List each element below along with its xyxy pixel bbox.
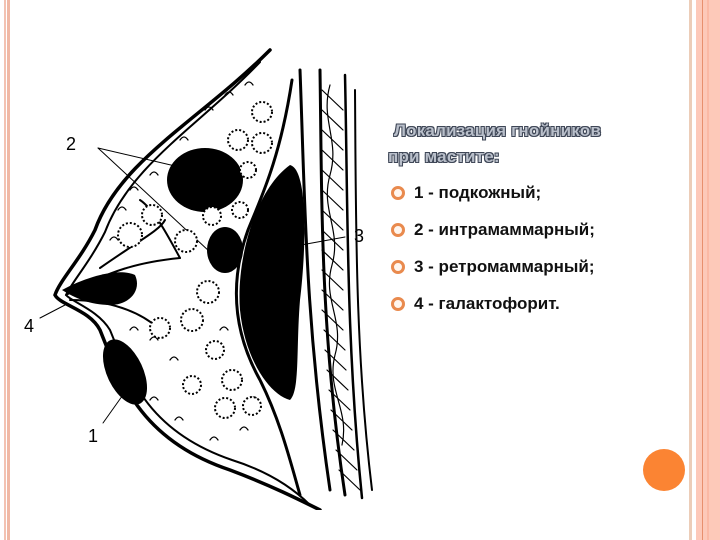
ring-bullet-icon — [391, 222, 405, 237]
list-item-label: 2 - интрамаммарный; — [414, 219, 595, 239]
ring-bullet-icon — [391, 259, 405, 274]
ring-bullet-icon — [391, 185, 405, 200]
list-item-label: 4 - галактофорит. — [414, 293, 560, 313]
title-line-2: при мастите: — [388, 147, 500, 166]
ring-bullet-icon — [391, 296, 405, 311]
right-border-stripe — [689, 0, 692, 540]
decorative-orange-circle — [643, 449, 685, 491]
breast-anatomy-diagram: 2 3 4 1 — [24, 48, 373, 510]
list-item: 3 - ретромаммарный; — [388, 248, 688, 285]
list-item-label: 3 - ретромаммарный; — [414, 256, 595, 276]
left-border-stripe — [7, 0, 10, 540]
svg-text:1: 1 — [88, 426, 98, 446]
title-line-1: Локализация гнойников — [394, 121, 601, 140]
list-item: 4 - галактофорит. — [388, 285, 688, 322]
svg-text:2: 2 — [66, 134, 76, 154]
list-item-label: 1 - подкожный; — [414, 182, 542, 202]
abscess-type-list: 1 - подкожный; 2 - интрамаммарный; 3 - р… — [388, 174, 688, 322]
left-border-stripe — [4, 0, 6, 540]
svg-text:3: 3 — [354, 226, 364, 246]
right-border-line — [707, 0, 709, 540]
svg-text:4: 4 — [24, 316, 34, 336]
list-item: 2 - интрамаммарный; — [388, 211, 688, 248]
list-item: 1 - подкожный; — [388, 174, 688, 211]
content-text-block: Локализация гнойников при мастите: 1 - п… — [388, 118, 688, 322]
right-border-line — [702, 0, 703, 540]
slide-title: Локализация гнойников при мастите: — [388, 118, 688, 170]
